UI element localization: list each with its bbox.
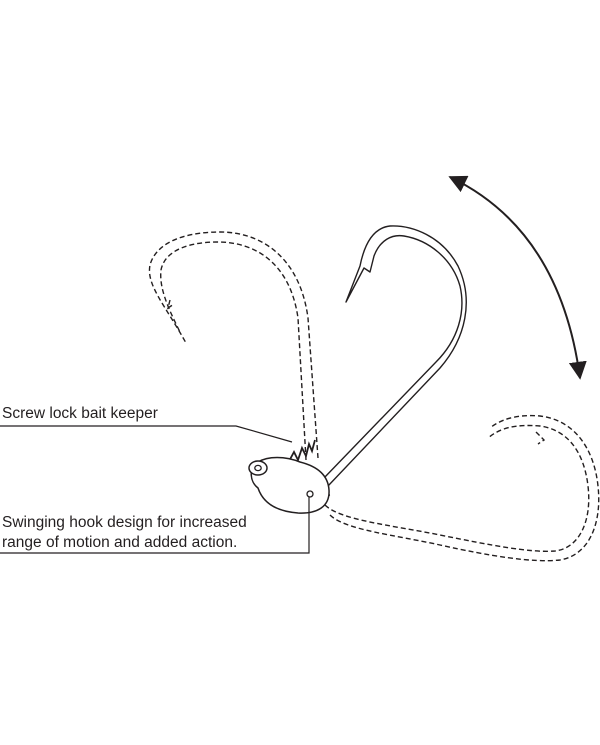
swinging-hook-callout-line2: range of motion and added action. [2, 534, 238, 551]
ghost-hook-right [324, 414, 600, 562]
jig-head [248, 456, 330, 514]
swinging-hook-callout-line1: Swinging hook design for increased [2, 514, 247, 531]
motion-arrow-icon [448, 175, 587, 380]
leader-line-swinging-hook [0, 497, 310, 554]
screw-lock-callout: Screw lock bait keeper [2, 405, 158, 422]
swinging-hook-callout: Swinging hook design for increased range… [2, 513, 247, 553]
main-hook [317, 225, 467, 497]
spring-icon [287, 439, 316, 464]
leader-line-screw-lock [0, 425, 293, 443]
ghost-hook-left [148, 231, 319, 461]
